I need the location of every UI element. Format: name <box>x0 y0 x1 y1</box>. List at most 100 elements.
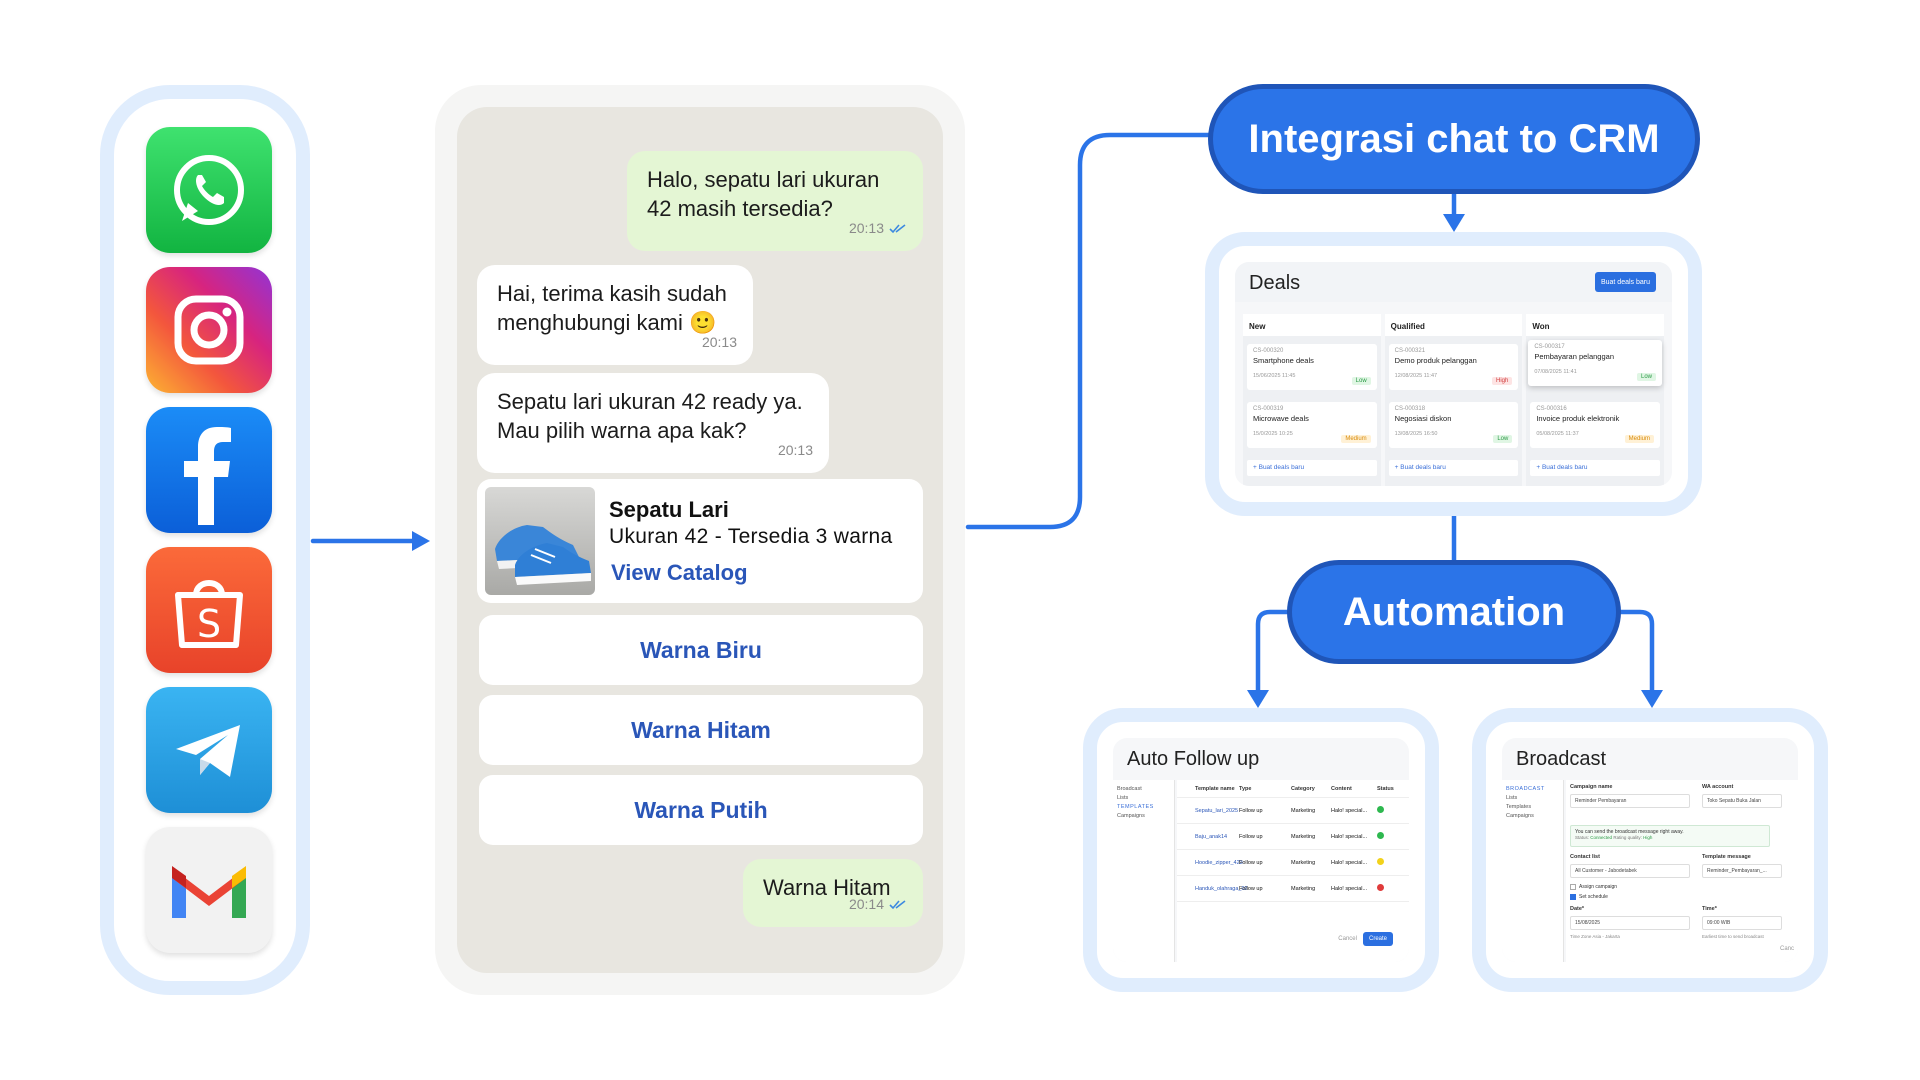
template-category: Marketing <box>1291 859 1316 866</box>
gmail-icon[interactable] <box>146 827 272 953</box>
menu-item-campaigns[interactable]: Campaigns <box>1506 813 1534 819</box>
svg-text:S: S <box>197 602 221 646</box>
deals-kanban: New CS-000320 Smartphone deals 15/06/202… <box>1243 314 1665 486</box>
header-status: Status <box>1377 785 1394 792</box>
checkbox-icon <box>1570 884 1576 890</box>
broadcast-panel: Broadcast BROADCAST Lists Templates Camp… <box>1472 708 1828 992</box>
date-input[interactable]: 15/08/2025 <box>1570 916 1690 930</box>
priority-badge: Low <box>1351 377 1371 385</box>
set-schedule-checkbox[interactable]: Set schedule <box>1570 894 1608 900</box>
template-name[interactable]: Sepatu_lari_2025 <box>1195 807 1239 814</box>
menu-item-broadcast[interactable]: BROADCAST <box>1506 786 1545 792</box>
cancel-button[interactable]: Cancel <box>1338 936 1357 942</box>
outgoing-message: Warna Hitam 20:14 <box>743 859 923 927</box>
menu-item-campaigns[interactable]: Campaigns <box>1117 813 1145 819</box>
deal-card[interactable]: CS-000321 Demo produk pelanggan 12/08/20… <box>1388 344 1519 390</box>
shopee-icon[interactable]: S <box>146 547 272 673</box>
campaign-name-input[interactable]: Reminder Pembayaran <box>1570 794 1690 808</box>
message-meta: 20:13 <box>778 436 813 465</box>
automation-pill: Automation <box>1287 560 1621 664</box>
message-line: Halo, sepatu lari ukuran <box>647 167 880 192</box>
deal-date: 15/0/2025 10:25 <box>1253 431 1293 437</box>
table-row[interactable]: Handuk_olahraga_02 Follow up Marketing H… <box>1177 876 1409 902</box>
deal-card[interactable]: CS-000316 Invoice produk elektronik 05/0… <box>1530 402 1661 448</box>
smile-emoji: 🙂 <box>689 310 717 335</box>
deal-card[interactable]: CS-000318 Negosiasi diskon 13/08/2025 16… <box>1388 402 1519 448</box>
kanban-column-qualified: Qualified CS-000321 Demo produk pelangga… <box>1384 314 1523 486</box>
auto-follow-up-screen: Auto Follow up Broadcast Lists TEMPLATES… <box>1113 738 1409 962</box>
template-name[interactable]: Baju_anak14 <box>1195 833 1228 840</box>
template-name[interactable]: Hoodie_zipper_423 <box>1195 859 1243 866</box>
wa-account-select[interactable]: Toko Sepatu Buka Jalan <box>1702 794 1782 808</box>
contact-list-select[interactable]: All Customer - Jabodetabek <box>1570 864 1690 878</box>
side-menu: BROADCAST Lists Templates Campaigns <box>1502 780 1564 962</box>
message-line: Sepatu lari ukuran 42 ready ya. <box>497 389 803 414</box>
new-deal-button[interactable]: Buat deals baru <box>1594 272 1656 292</box>
view-catalog-link[interactable]: View Catalog <box>611 560 748 585</box>
deal-card[interactable]: CS-000317 Pembayaran pelanggan 07/08/202… <box>1528 340 1663 386</box>
broadcast-title: Broadcast <box>1516 748 1607 770</box>
broadcast-form: Campaign name Reminder Pembayaran WA acc… <box>1566 780 1798 962</box>
deal-date: 15/06/2025 11:45 <box>1253 373 1296 379</box>
deal-id: CS-000317 <box>1534 344 1565 350</box>
add-deal-button[interactable]: + Buat deals baru <box>1247 460 1377 476</box>
menu-item-lists[interactable]: Lists <box>1117 795 1129 801</box>
template-name[interactable]: Handuk_olahraga_02 <box>1195 885 1248 892</box>
telegram-icon[interactable] <box>146 687 272 813</box>
menu-item-lists[interactable]: Lists <box>1506 795 1518 801</box>
template-category: Marketing <box>1291 833 1316 840</box>
template-content: Halo! special... <box>1331 833 1368 840</box>
instagram-icon[interactable] <box>146 267 272 393</box>
header-category: Category <box>1291 785 1315 792</box>
menu-item-broadcast[interactable]: Broadcast <box>1117 786 1142 792</box>
wa-account-label: WA account <box>1702 784 1734 790</box>
column-title: Won <box>1526 314 1665 336</box>
time-input[interactable]: 09:00 WIB <box>1702 916 1782 930</box>
template-message-select[interactable]: Reminder_Pembayaran_... <box>1702 864 1782 878</box>
add-deal-button[interactable]: + Buat deals baru <box>1530 460 1661 476</box>
menu-item-templates[interactable]: TEMPLATES <box>1117 804 1154 810</box>
cancel-button[interactable]: Canc <box>1779 946 1794 952</box>
note-rating-label: Rating quality: <box>1613 835 1642 840</box>
assign-campaign-checkbox[interactable]: Assign campaign <box>1570 884 1617 890</box>
outgoing-message: Halo, sepatu lari ukuran 42 masih tersed… <box>627 151 923 251</box>
deal-card[interactable]: CS-000320 Smartphone deals 15/06/2025 11… <box>1247 344 1377 390</box>
deals-header: Deals Buat deals baru <box>1235 262 1672 302</box>
add-deal-button[interactable]: + Buat deals baru <box>1388 460 1519 476</box>
table-row[interactable]: Hoodie_zipper_423 Follow up Marketing Ha… <box>1177 850 1409 876</box>
status-dot <box>1377 806 1384 813</box>
facebook-icon[interactable] <box>146 407 272 533</box>
product-subtitle: Ukuran 42 - Tersedia 3 warna <box>609 525 893 548</box>
option-button-biru[interactable]: Warna Biru <box>479 615 923 685</box>
message-line: Mau pilih warna apa kak? <box>497 418 747 443</box>
status-dot <box>1377 884 1384 891</box>
template-category: Marketing <box>1291 807 1316 814</box>
deal-date: 05/08/2025 11:37 <box>1536 431 1579 437</box>
option-button-putih[interactable]: Warna Putih <box>479 775 923 845</box>
deal-name: Demo produk pelanggan <box>1394 356 1477 365</box>
table-row[interactable]: Sepatu_lari_2025 Follow up Marketing Hal… <box>1177 798 1409 824</box>
create-button[interactable]: Create <box>1362 932 1393 946</box>
template-content: Halo! special... <box>1331 885 1368 892</box>
crm-integration-pill: Integrasi chat to CRM <box>1208 84 1700 194</box>
message-meta: 20:13 <box>702 328 737 357</box>
schedule-label: Set schedule <box>1579 894 1608 900</box>
whatsapp-icon[interactable] <box>146 127 272 253</box>
option-button-hitam[interactable]: Warna Hitam <box>479 695 923 765</box>
table-row[interactable]: Baju_anak14 Follow up Marketing Halo! sp… <box>1177 824 1409 850</box>
contact-list-label: Contact list <box>1570 854 1600 860</box>
template-type: Follow up <box>1239 807 1263 814</box>
channel-list: S <box>100 85 310 995</box>
deals-screen: Deals Buat deals baru New CS-000320 Smar… <box>1235 262 1672 486</box>
deals-panel: Deals Buat deals baru New CS-000320 Smar… <box>1205 232 1702 516</box>
template-type: Follow up <box>1239 859 1263 866</box>
arrowhead-followup <box>1247 690 1269 708</box>
message-line: Hai, terima kasih sudah <box>497 281 727 306</box>
deal-card[interactable]: CS-000319 Microwave deals 15/0/2025 10:2… <box>1247 402 1377 448</box>
side-menu: Broadcast Lists TEMPLATES Campaigns <box>1113 780 1175 962</box>
menu-item-templates[interactable]: Templates <box>1506 804 1532 810</box>
arrow-automation-to-broadcast <box>1616 609 1655 697</box>
message-meta: 20:14 <box>849 890 907 919</box>
priority-badge: High <box>1492 377 1513 385</box>
product-card[interactable]: Sepatu Lari Ukuran 42 - Tersedia 3 warna… <box>477 479 923 603</box>
